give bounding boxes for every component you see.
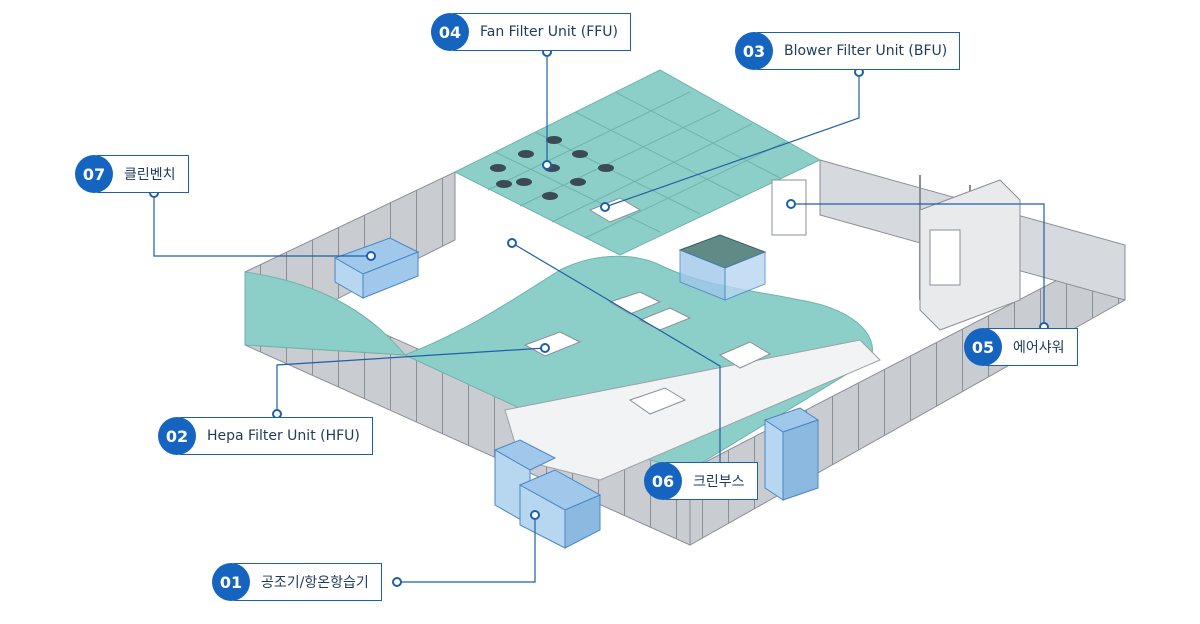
clean-bench-area [244,271,407,356]
callout-number: 06 [644,462,682,500]
callout-label: Hepa Filter Unit (HFU) [180,417,373,455]
air-handler-right [763,407,820,501]
clean-bench [333,237,420,299]
callout-number: 03 [735,32,773,70]
air-shower [919,179,1021,331]
callout-number: 01 [212,563,250,601]
callout-number: 04 [431,13,469,51]
callout-label: 공조기/항온항습기 [234,563,382,601]
clean-booth-ceiling [403,255,873,471]
leader-lines [153,52,1045,583]
callout-label: Fan Filter Unit (FFU) [453,13,632,51]
callout-number: 07 [75,155,113,193]
callout-label: Blower Filter Unit (BFU) [757,32,961,70]
ffu-ceiling-grid [453,69,822,256]
air-handler [493,439,602,549]
callout-number: 05 [964,328,1002,366]
callout-number: 02 [158,417,196,455]
callout-label: 에어샤워 [986,328,1078,366]
booth-table [678,234,767,301]
